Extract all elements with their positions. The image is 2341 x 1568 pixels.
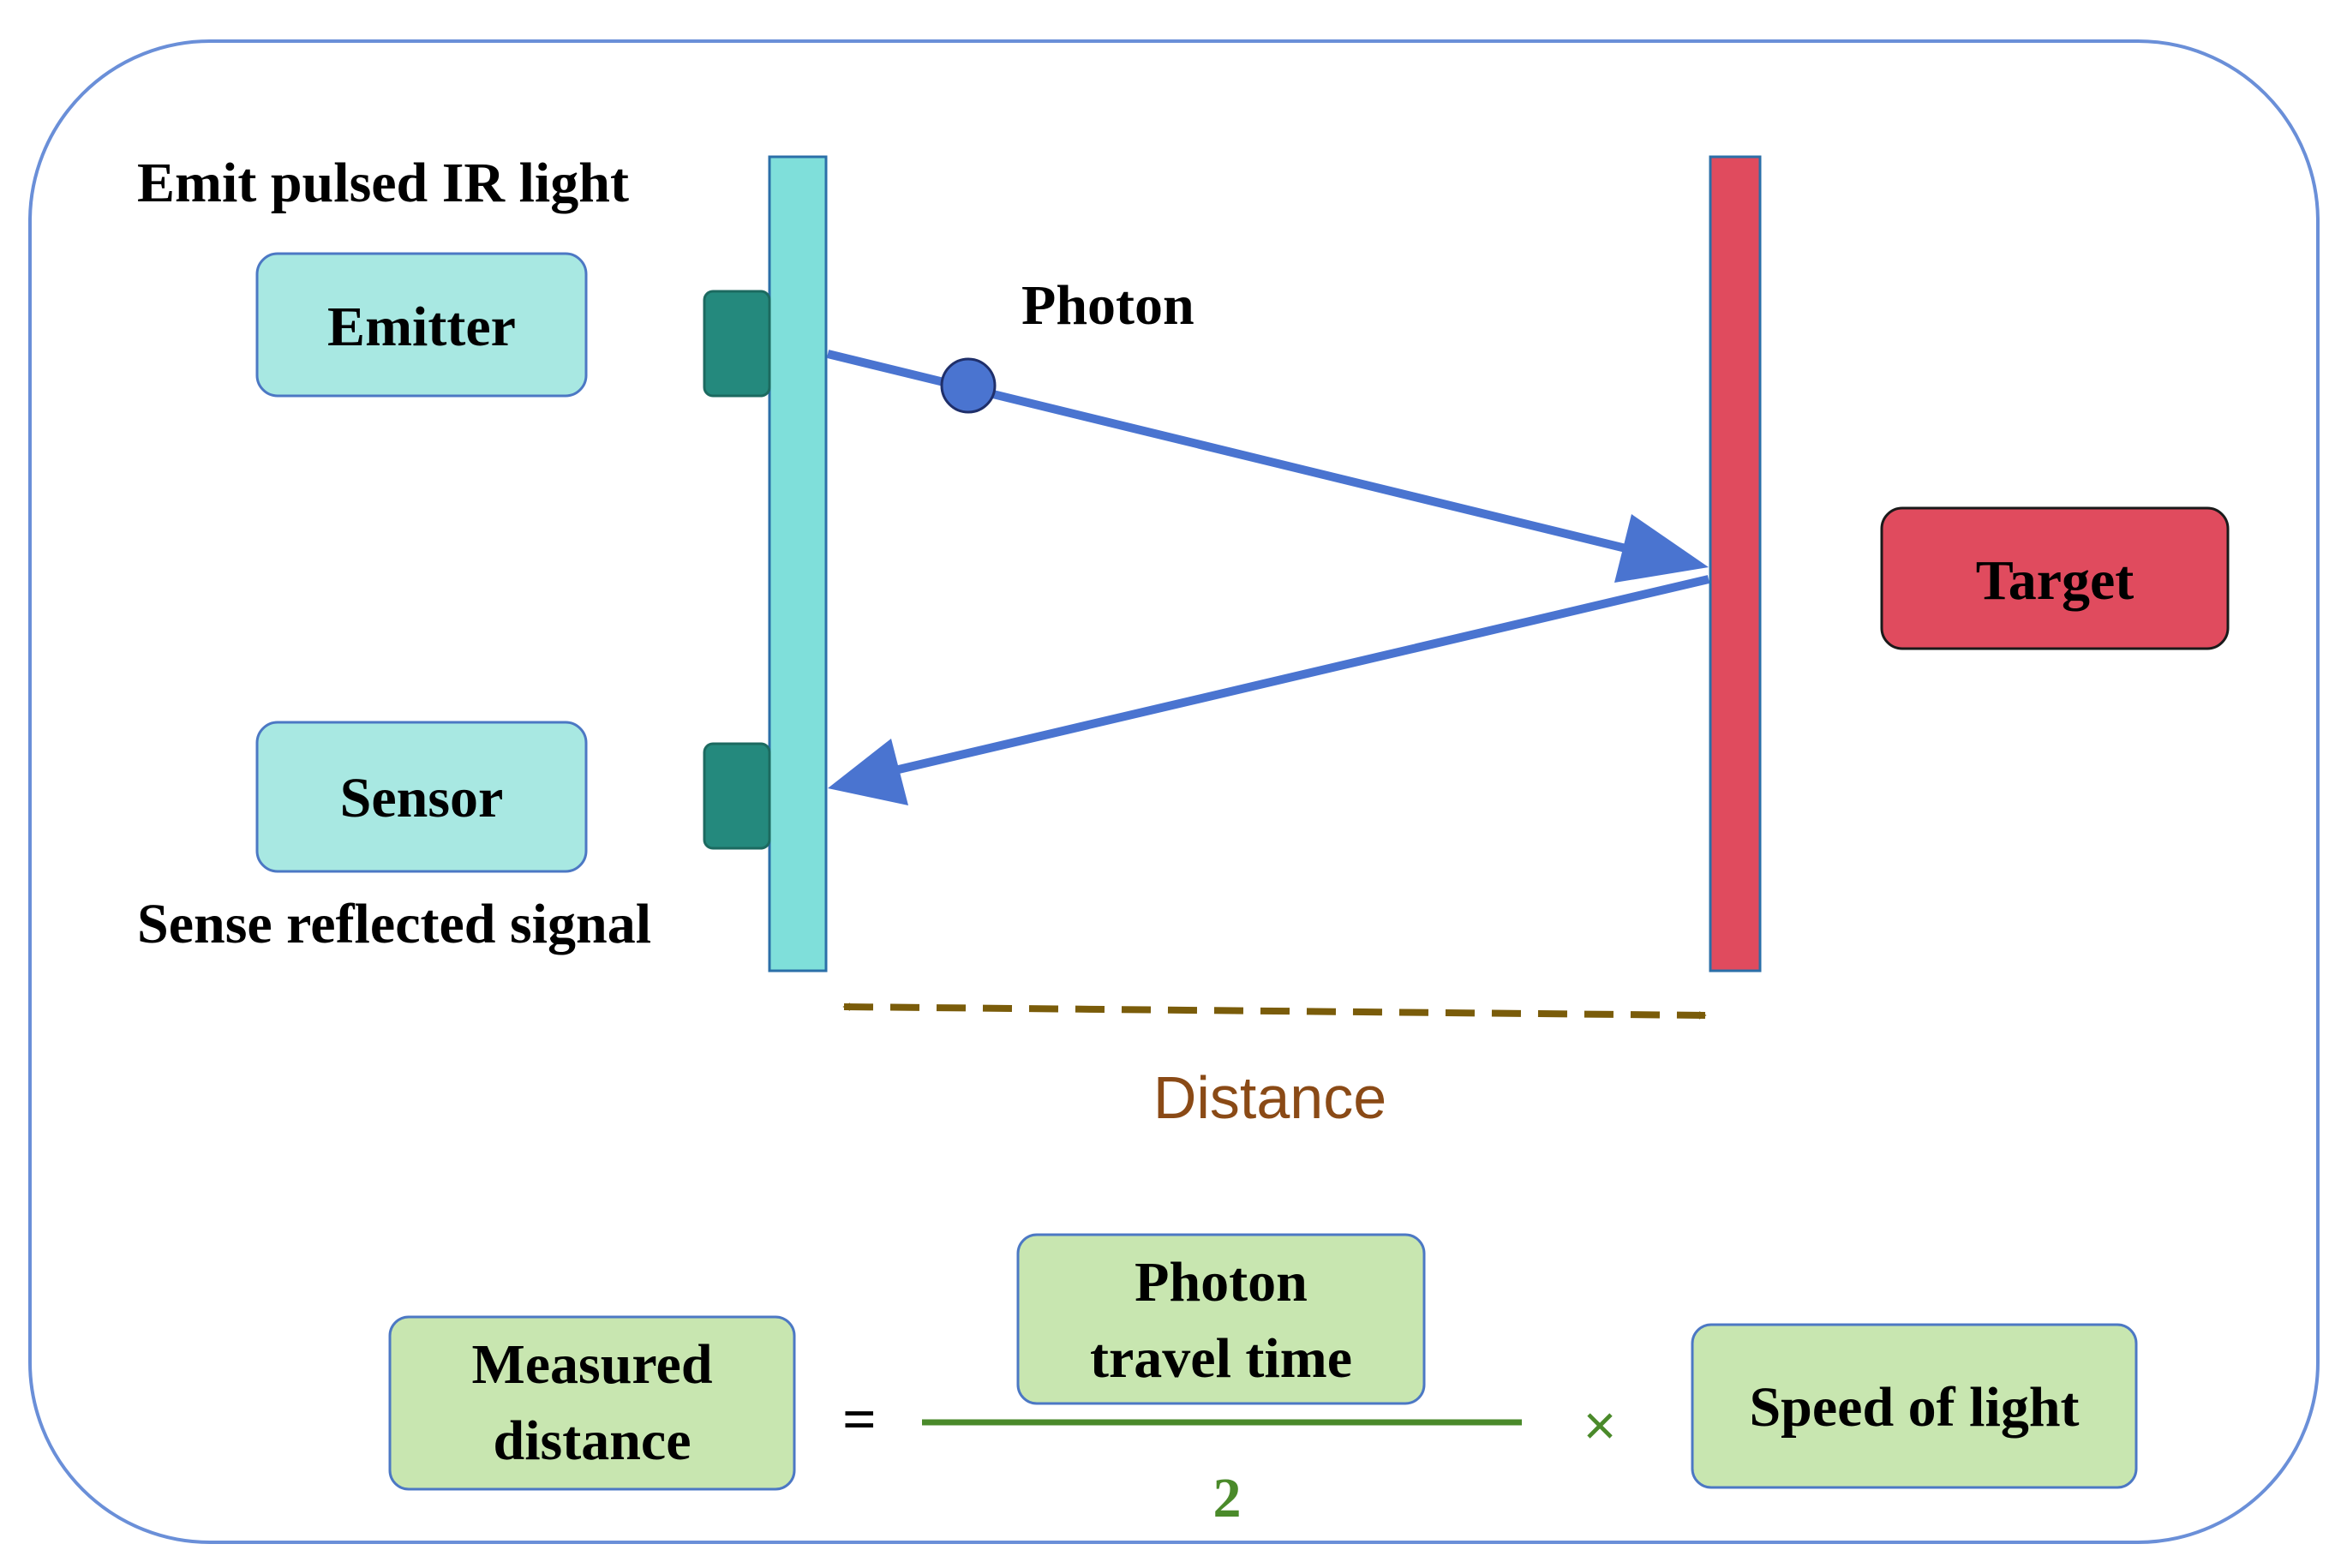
sensor-port	[703, 742, 771, 850]
return-arrowhead	[828, 739, 908, 805]
emitter-port	[703, 290, 771, 398]
photon-line1: Photon	[1135, 1251, 1308, 1314]
photon-label: Photon	[1021, 274, 1194, 337]
measured-line1: Measured	[471, 1333, 712, 1396]
times-sign: ×	[1584, 1393, 1617, 1457]
equals-sign: =	[842, 1387, 877, 1453]
sense-caption: Sense reflected signal	[137, 893, 651, 955]
emit-caption: Emit pulsed IR light	[137, 152, 629, 214]
emitter-box	[255, 252, 588, 398]
target-bar	[1709, 155, 1762, 973]
speed-label: Speed of light	[1749, 1376, 2079, 1439]
distance-arrow	[842, 1002, 1707, 1020]
distance-label: Distance	[1153, 1064, 1386, 1131]
target-box	[1880, 506, 2230, 650]
emitter-sensor-bar	[768, 155, 828, 973]
sensor-box	[255, 721, 588, 873]
emitter-label: Emitter	[327, 296, 516, 358]
photon-travel-time-box	[1016, 1233, 1426, 1405]
measured-distance-box	[388, 1315, 796, 1491]
divisor: 2	[1213, 1467, 1242, 1529]
sensor-label: Sensor	[340, 767, 504, 829]
photon-line2: travel time	[1090, 1327, 1352, 1390]
return-beam	[886, 575, 1710, 776]
photon-dot	[940, 357, 997, 414]
outgoing-arrowhead	[1614, 514, 1709, 583]
measured-line2: distance	[494, 1409, 692, 1472]
target-label: Target	[1976, 549, 2134, 612]
speed-of-light-box	[1691, 1323, 2138, 1489]
